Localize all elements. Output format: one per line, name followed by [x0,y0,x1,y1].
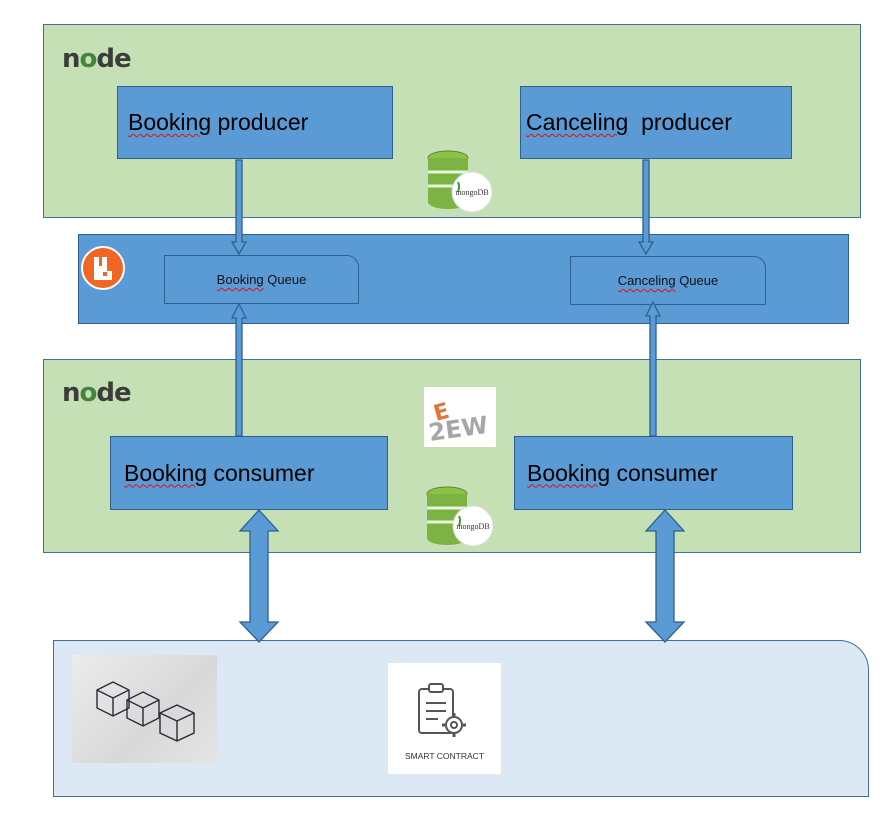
orm-logo: E 2EW [424,387,496,447]
consumer-left-prefix: Booking [124,459,208,486]
booking-producer-prefix: Booking [128,109,212,135]
booking-queue-box[interactable]: Booking Queue [164,255,359,304]
consumer-right-prefix: Booking [527,459,611,486]
canceling-queue-box[interactable]: Canceling Queue [570,256,766,305]
nodejs-logo-bottom: node [62,378,132,408]
mongodb-label-top: mongoDB [455,188,488,197]
booking-consumer-right-box[interactable]: Booking consumer [514,436,793,510]
smart-contract-label: SMART CONTRACT [404,751,485,761]
canceling-producer-suffix: producer [628,109,732,135]
canceling-producer-prefix: Canceling [526,109,629,135]
booking-producer-suffix: producer [211,109,309,135]
consumer-right-suffix: consumer [610,459,718,486]
smart-contract-card: SMART CONTRACT [388,663,501,774]
smart-contract-icon [418,683,466,737]
booking-consumer-left-box[interactable]: Booking consumer [110,436,388,510]
booking-producer-box[interactable]: Booking producer [117,86,393,159]
mongodb-icon-top: mongoDB [424,148,504,216]
blockchain-blocks-image [72,655,217,763]
canceling-queue-suffix: Queue [675,273,719,288]
booking-queue-prefix: Booking [216,272,264,287]
cube-chain-icon [96,681,195,742]
canceling-queue-prefix: Canceling [617,273,676,288]
svg-text:E: E [431,399,452,427]
rabbitmq-logo [80,245,126,291]
mongodb-icon-bottom: mongoDB [423,484,503,552]
canceling-producer-box[interactable]: Canceling producer [520,86,792,159]
booking-queue-suffix: Queue [263,272,307,287]
nodejs-logo-top: node [62,44,132,74]
mongodb-label-bottom: mongoDB [456,522,489,531]
consumer-left-suffix: consumer [207,459,315,486]
